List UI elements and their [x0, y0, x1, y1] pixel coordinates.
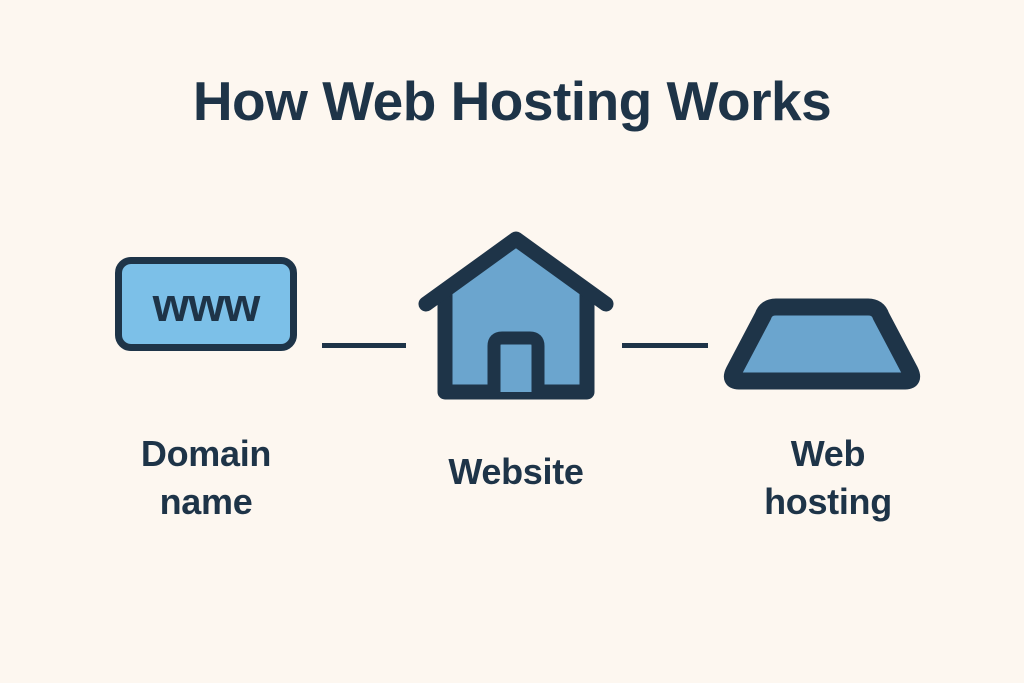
connector-domain-to-website	[322, 343, 406, 348]
label-domain-name: Domain name	[106, 430, 306, 525]
label-domain-name-line2: name	[159, 480, 253, 522]
page-title: How Web Hosting Works	[192, 70, 832, 132]
www-label: www	[152, 277, 261, 331]
label-web-hosting-line1: Web	[790, 433, 866, 474]
label-web-hosting-line2: hosting	[764, 480, 892, 522]
server-trapezoid-icon	[718, 293, 926, 396]
house-icon	[418, 228, 614, 404]
label-domain-name-line1: Domain	[140, 433, 272, 474]
label-web-hosting: Web hosting	[728, 430, 928, 525]
connector-website-to-hosting	[622, 343, 708, 348]
www-box-icon: www	[115, 257, 297, 351]
label-website-line1: Website	[448, 451, 584, 492]
label-website: Website	[416, 448, 616, 496]
